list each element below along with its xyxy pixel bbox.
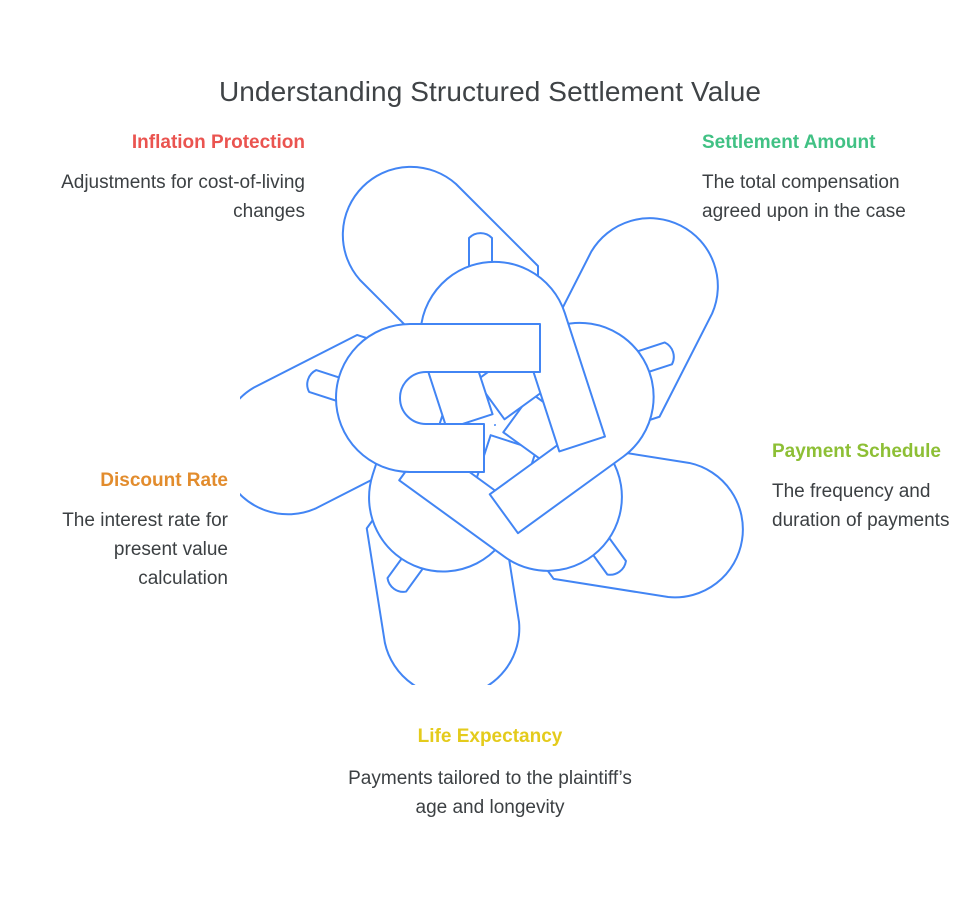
callout-description-life-expectancy: Payments tailored to the plaintiff’s age… [348,768,632,819]
page-title: Understanding Structured Settlement Valu… [218,75,762,107]
knot-overlay [335,260,655,573]
callout-description-payment-schedule: The frequency and duration of payments [772,481,950,532]
callout-title-settlement-amount: Settlement Amount [702,132,876,153]
knot-svg [240,165,744,685]
callout-title-payment-schedule: Payment Schedule [772,441,941,462]
knot-strand-1 [341,165,539,359]
callout-inflation-protection: Inflation Protection Adjustments for cos… [60,128,305,227]
callout-title-inflation-protection: Inflation Protection [131,132,305,153]
callout-discount-rate: Discount Rate The interest rate for pres… [20,466,228,594]
callout-title-discount-rate: Discount Rate [100,470,228,491]
callout-description-settlement-amount: The total compensation agreed upon in th… [702,172,906,223]
callout-description-discount-rate: The interest rate for present value calc… [62,510,228,590]
knot-strands [240,165,744,685]
callout-description-inflation-protection: Adjustments for cost-of-living changes [61,172,305,223]
callout-settlement-amount: Settlement Amount The total compensation… [702,128,952,227]
callout-title-life-expectancy: Life Expectancy [417,726,563,747]
celtic-knot-graphic [240,160,750,685]
callout-payment-schedule: Payment Schedule The frequency and durat… [772,437,972,536]
knot-strand-2 [540,217,719,441]
callout-life-expectancy: Life Expectancy Payments tailored to the… [330,722,650,823]
